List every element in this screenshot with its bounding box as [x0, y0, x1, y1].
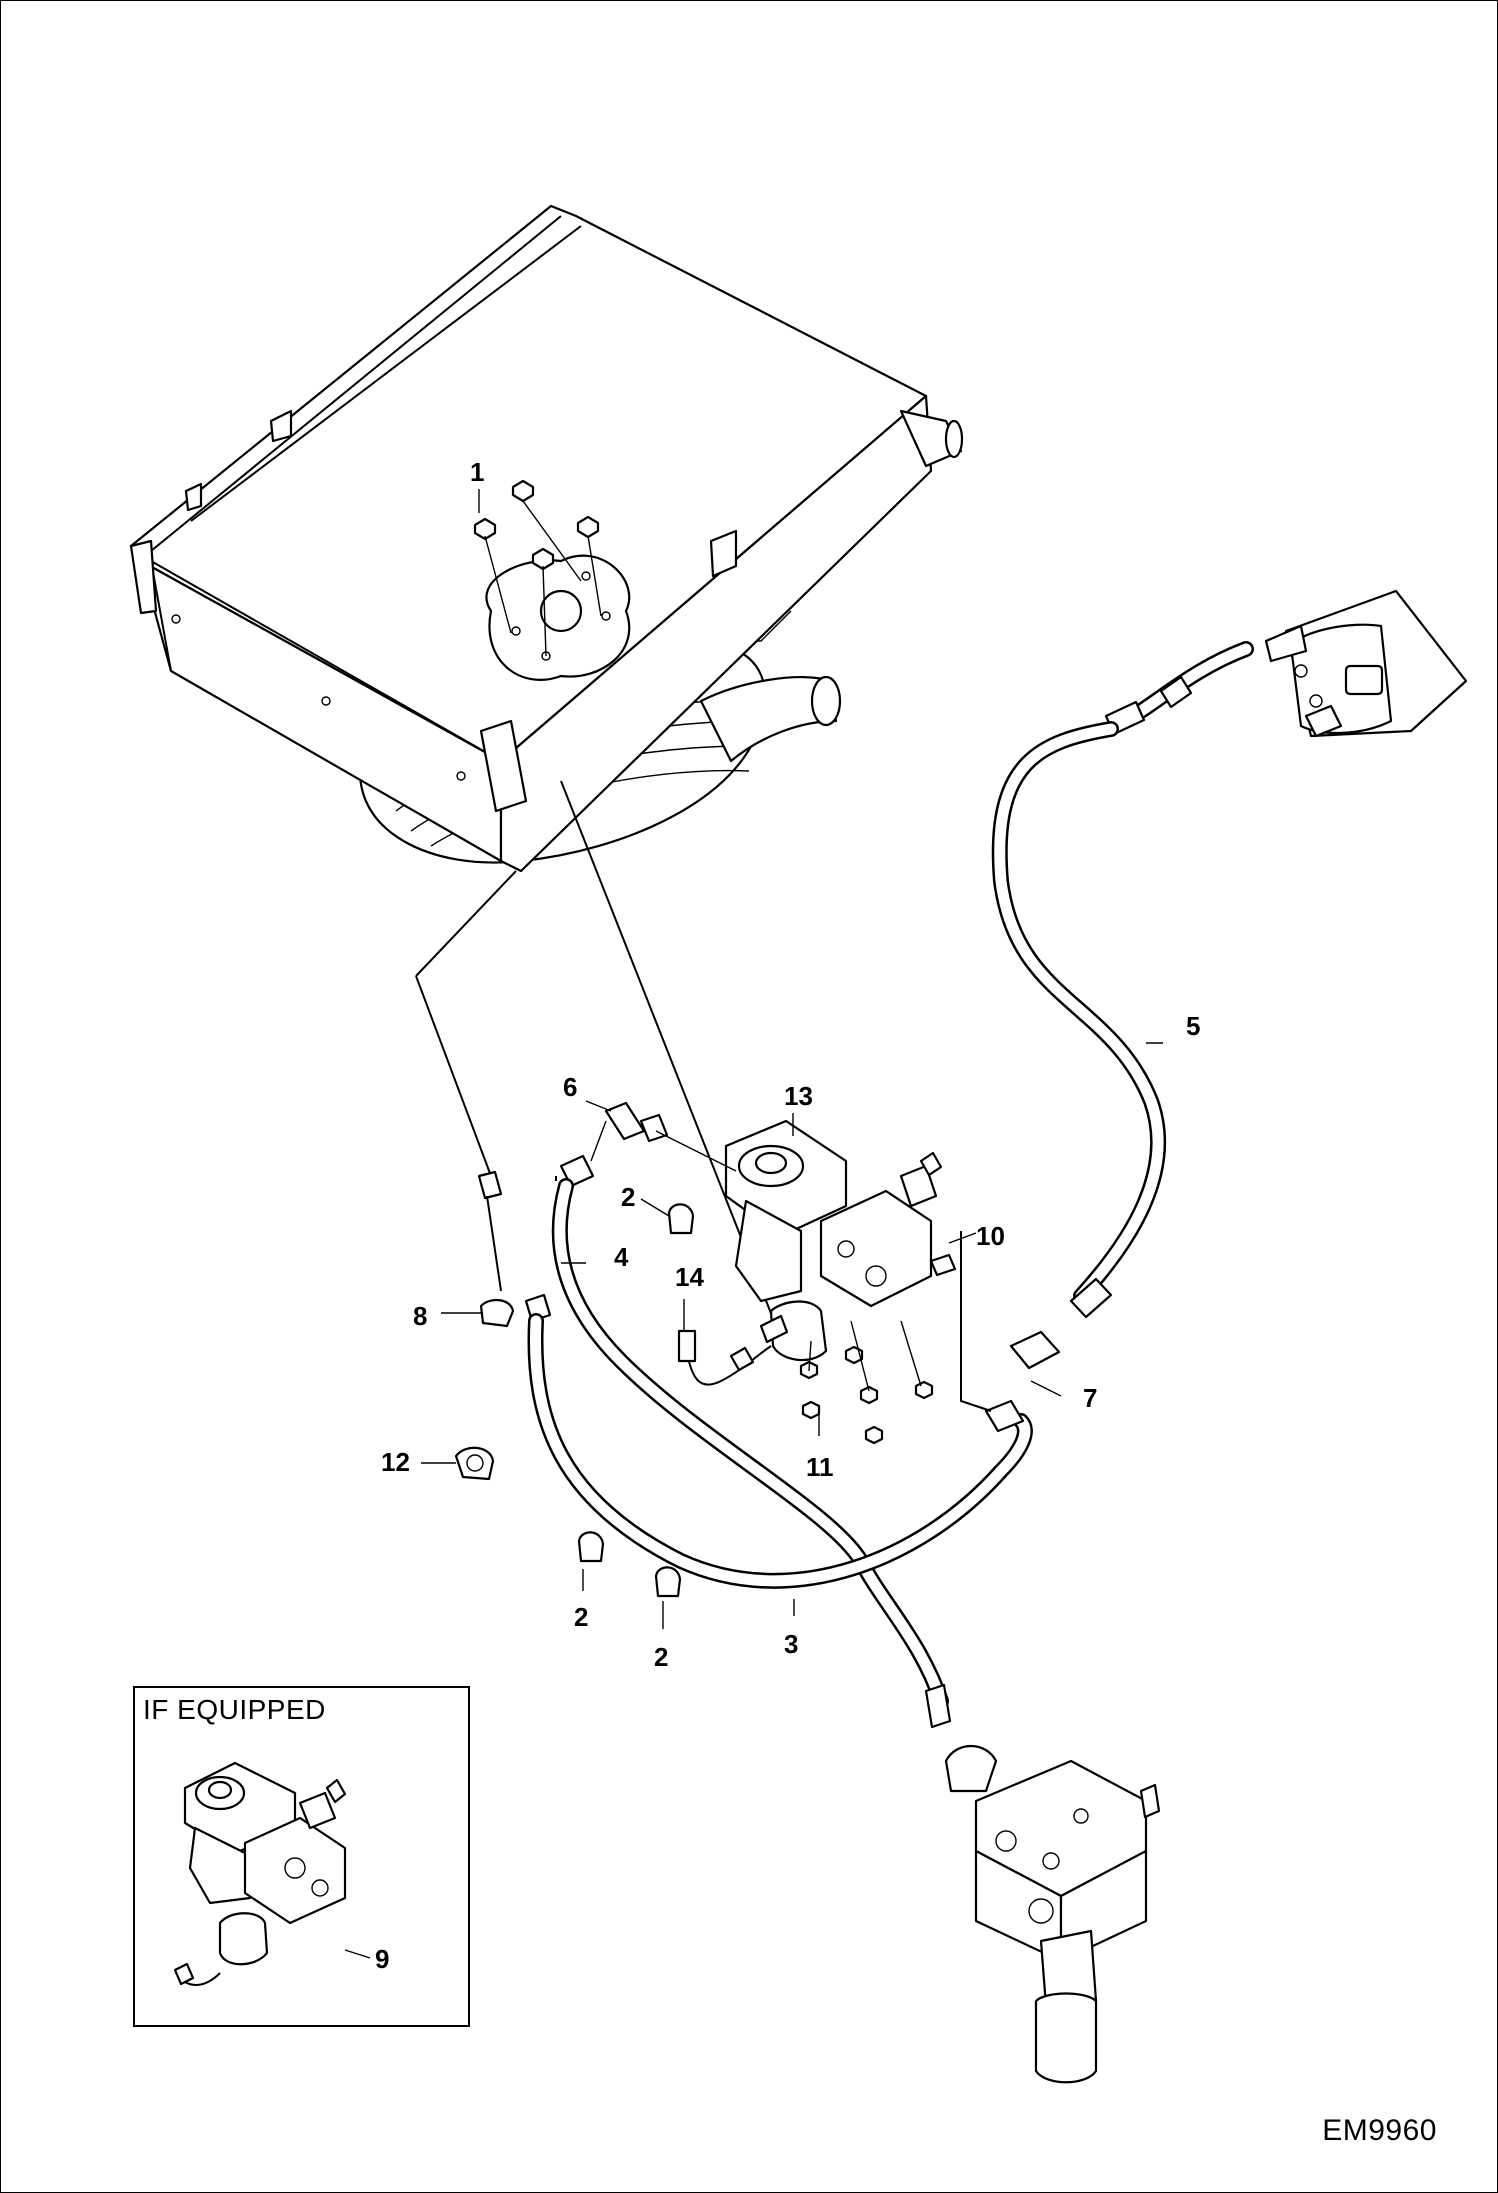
- fitting-6-hose-4: [551, 1101, 949, 1709]
- callout-5: 5: [1186, 1011, 1201, 1041]
- callout-9: 9: [375, 1944, 390, 1974]
- alignment-lines: [415, 780, 777, 1327]
- callout-2-upper: 2: [621, 1182, 636, 1212]
- bolts-11: [799, 1320, 934, 1445]
- sensor-harness-14: [677, 1329, 772, 1386]
- optional-motor-valve-drawing: [173, 1761, 347, 1986]
- valve-block-bottom-right: [924, 1683, 1161, 2084]
- callout-11: 11: [806, 1452, 834, 1482]
- clamps: [454, 1203, 695, 1598]
- callout-leaders: [421, 489, 1163, 1629]
- callout-2-lower-left: 2: [574, 1602, 589, 1632]
- callout-6: 6: [563, 1072, 578, 1102]
- hose-3: [477, 1170, 1033, 1589]
- callout-7: 7: [1083, 1383, 1098, 1413]
- callout-14: 14: [675, 1262, 704, 1292]
- callout-2-lower-right: 2: [654, 1642, 669, 1672]
- if-equipped-inset: IF EQUIPPED 9: [133, 1686, 470, 2027]
- callout-3: 3: [784, 1629, 799, 1659]
- drawing-id: EM9960: [1322, 2114, 1437, 2147]
- hydraulic-motor-top-right: [1264, 589, 1468, 738]
- callout-10: 10: [976, 1221, 1005, 1251]
- callout-1: 1: [470, 457, 485, 487]
- hose-5: [991, 641, 1254, 1370]
- center-motor-valve-assembly: [724, 1119, 957, 1362]
- callout-13: 13: [784, 1081, 813, 1111]
- callout-4: 4: [614, 1242, 629, 1272]
- oil-cooler-assembly: [129, 204, 964, 873]
- callout-12: 12: [381, 1447, 410, 1477]
- inset-title: IF EQUIPPED: [143, 1694, 326, 1725]
- callout-8: 8: [413, 1301, 428, 1331]
